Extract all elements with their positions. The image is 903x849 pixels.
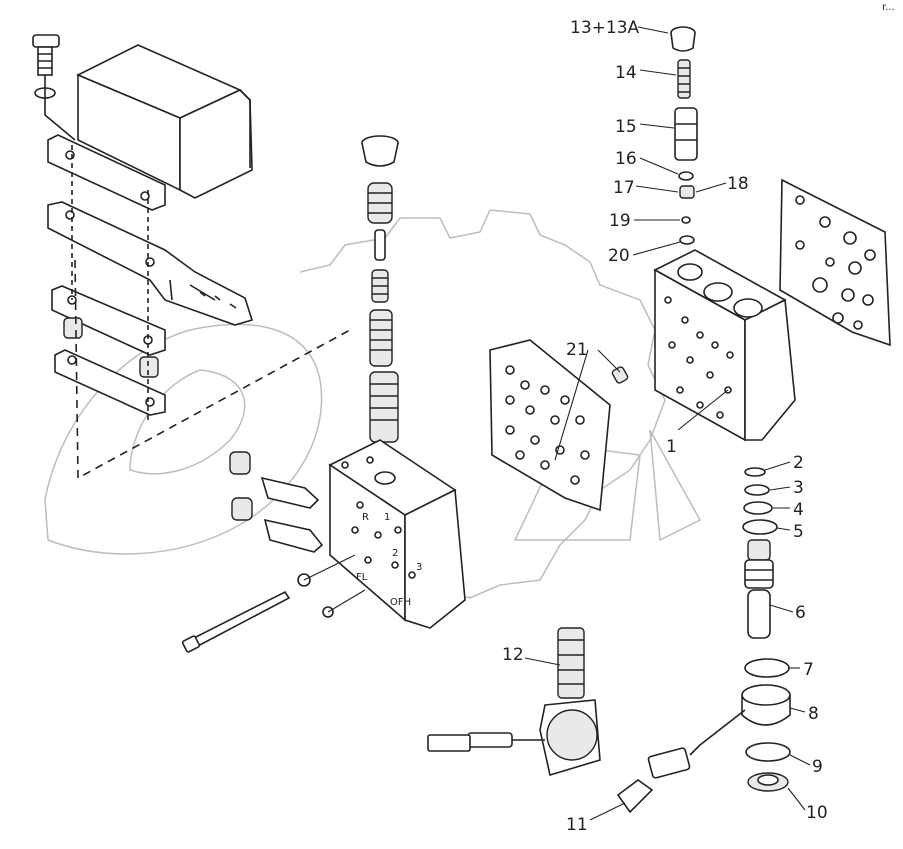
- o-rings-right: [742, 467, 778, 535]
- block-marking-3: 3: [416, 562, 422, 573]
- callout-19: 19: [609, 211, 631, 231]
- connector-11: [616, 779, 654, 814]
- center-valve-block: R 1 2 3 FL OFH: [328, 439, 466, 629]
- callout-15: 15: [615, 117, 637, 137]
- dashed-outline: [74, 259, 351, 480]
- center-gasket: [489, 339, 611, 512]
- block-marking-2: 2: [392, 548, 398, 559]
- callout-8: 8: [808, 704, 819, 724]
- block-marking-fl: FL: [356, 572, 368, 583]
- callout-11: 11: [566, 815, 588, 835]
- fittings-left: [229, 451, 366, 618]
- callout-12: 12: [502, 645, 524, 665]
- callout-21: 21: [566, 340, 588, 360]
- leader-lines: [524, 26, 811, 821]
- block-marking-1: 1: [384, 512, 390, 523]
- solenoid-12: [427, 627, 601, 777]
- coil-parts: [647, 658, 791, 792]
- corner-mark: r...: [882, 2, 895, 13]
- callout-18: 18: [727, 174, 749, 194]
- callout-3: 3: [793, 478, 804, 498]
- callout-16: 16: [615, 149, 637, 169]
- solenoid-valve-6: [744, 539, 774, 639]
- callout-13: 13+13A: [570, 18, 640, 38]
- callout-9: 9: [812, 757, 823, 777]
- callout-4: 4: [793, 500, 804, 520]
- right-valve-block: [653, 249, 796, 442]
- bracket-plates: [47, 134, 254, 420]
- callout-17: 17: [613, 178, 635, 198]
- callout-2: 2: [793, 453, 804, 473]
- cover-part: [76, 44, 253, 199]
- spool-stack: [361, 135, 399, 470]
- right-gasket: [779, 178, 891, 347]
- small-screw-21: [611, 366, 629, 384]
- callout-20: 20: [608, 246, 630, 266]
- callout-7: 7: [803, 660, 814, 680]
- bolt-top-left: [32, 34, 76, 141]
- block-marking-r: R: [362, 512, 369, 523]
- block-marking-off: OFH: [390, 597, 411, 608]
- callout-14: 14: [615, 63, 637, 83]
- callout-labels: 13+13A 14 15 16 17 18 19 20 21 1 2 3 4 5…: [502, 18, 828, 835]
- callout-5: 5: [793, 522, 804, 542]
- callout-10: 10: [806, 803, 828, 823]
- callout-6: 6: [795, 603, 806, 623]
- relief-valve-stack: [670, 26, 698, 245]
- long-bolt: [181, 590, 291, 653]
- callout-1: 1: [666, 437, 677, 457]
